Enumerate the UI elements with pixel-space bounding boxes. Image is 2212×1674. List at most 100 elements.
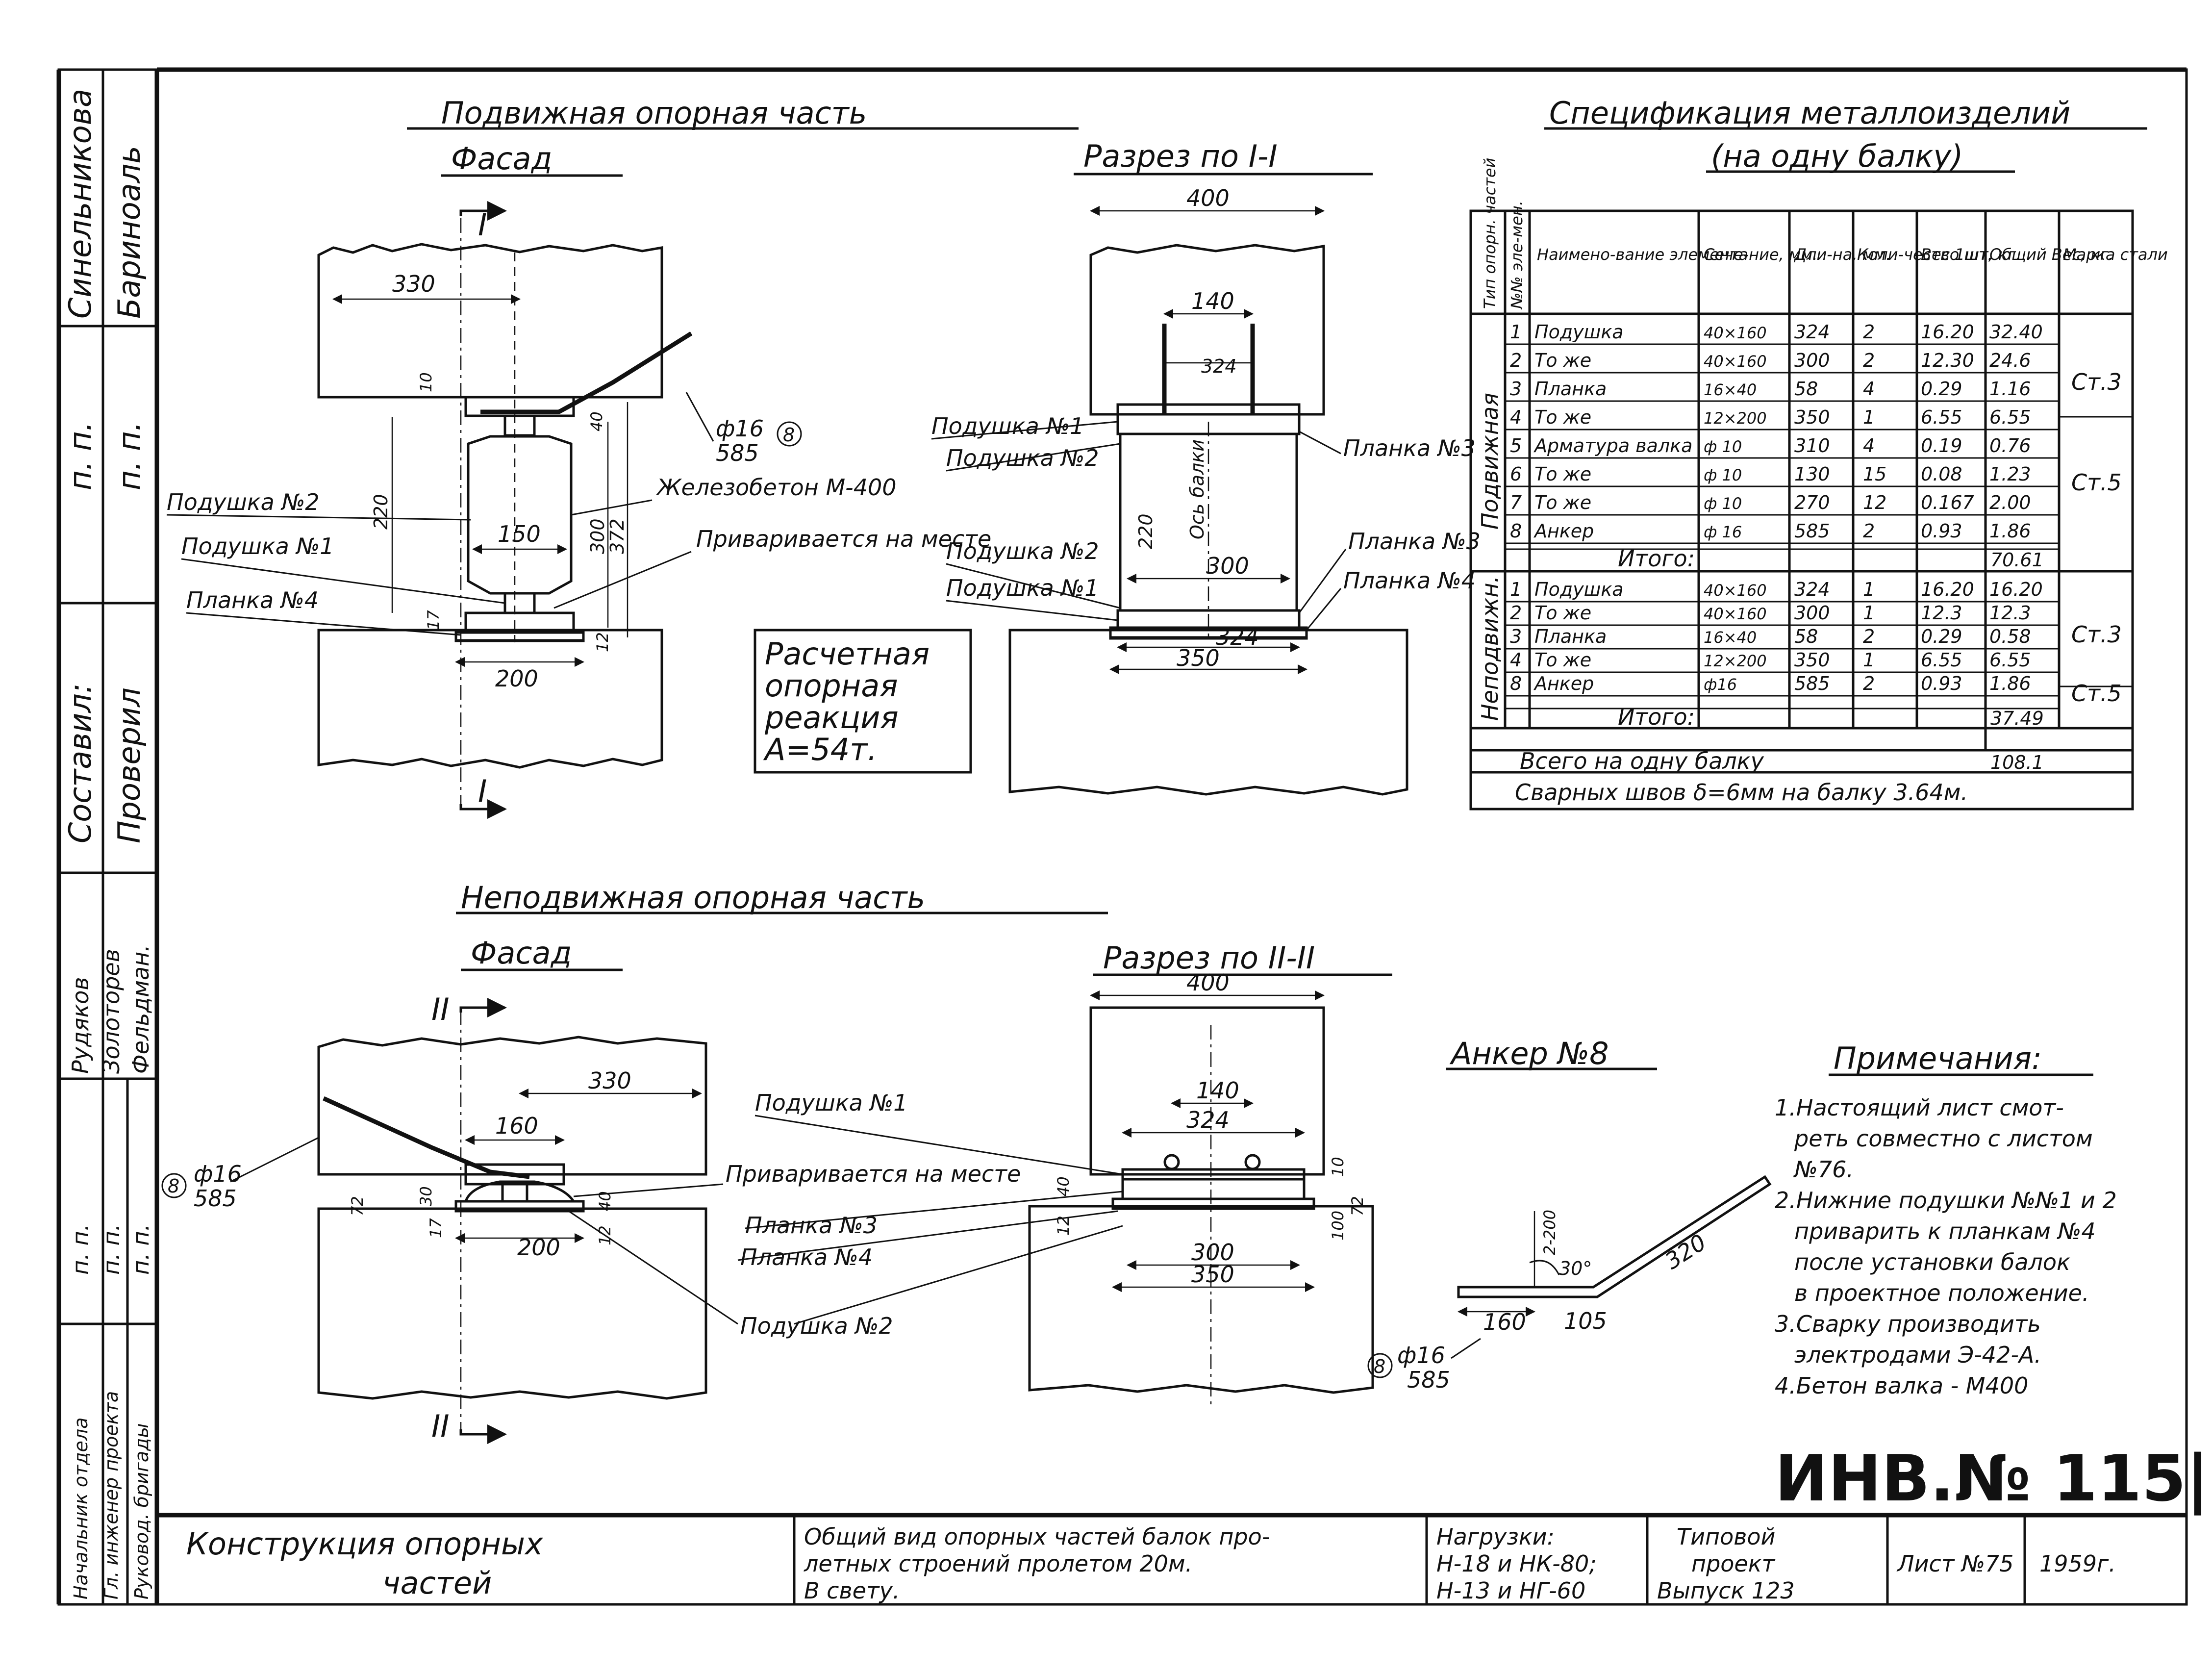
spec-cell-g1-r1-c3: 300 bbox=[1794, 350, 1830, 371]
spec-cell-g2-r3-c2: 12×200 bbox=[1704, 652, 1767, 670]
spec-cell-g1-r0-c2: 40×160 bbox=[1704, 324, 1767, 342]
label-bar-16-movable: ф16 bbox=[716, 415, 764, 442]
spec-table: Тип опорн. частей №№ эле-мен. Наимено-ва… bbox=[1469, 158, 2168, 811]
label-bar-16-anchor: ф16 bbox=[1397, 1342, 1445, 1369]
spec-cell-g1-r5-c1: То же bbox=[1534, 463, 1591, 485]
dim-160-fixed: 160 bbox=[495, 1113, 538, 1139]
note-line: в проектное положение. bbox=[1794, 1280, 2089, 1306]
spec-h-total-weight: Общий Вес, кг. bbox=[1989, 245, 2113, 264]
spec-subtitle: (на одну балку) bbox=[1711, 138, 1963, 174]
spec-cell-g1-r4-c4: 4 bbox=[1863, 435, 1875, 457]
spec-cell-g1-r3-c4: 1 bbox=[1863, 406, 1875, 428]
spec-cell-g2-r2-c2: 16×40 bbox=[1704, 628, 1757, 647]
side-stamp-name-4: Золоторев bbox=[98, 949, 125, 1074]
spec-cell-g2-r4-c3: 585 bbox=[1794, 673, 1830, 694]
spec-h-section: Сече-ние, мм. bbox=[1704, 245, 1817, 264]
spec-cell-g1-r2-c6: 1.16 bbox=[1989, 378, 2031, 400]
spec-cell-g2-r0-c5: 16.20 bbox=[1921, 579, 1974, 600]
anchor-angle: 30° bbox=[1559, 1258, 1592, 1279]
spec-cell-g1-r5-c4: 15 bbox=[1863, 463, 1886, 485]
dim-350-fixed: 350 bbox=[1191, 1261, 1234, 1288]
stamp-loads-3: Н-13 и НГ-60 bbox=[1436, 1577, 1585, 1604]
spec-cell-g1-r4-c2: ф 10 bbox=[1704, 437, 1742, 456]
side-stamp: Синельникова Бариноаль п. п. п. п. Соста… bbox=[56, 70, 159, 1604]
spec-cell-g2-r0-c0: 1 bbox=[1510, 579, 1522, 600]
spec-cell-g1-r5-c6: 1.23 bbox=[1989, 463, 2031, 485]
spec-cell-g2-r0-c1: Подушка bbox=[1534, 579, 1624, 600]
spec-cell-g1-r3-c5: 6.55 bbox=[1921, 406, 1962, 428]
side-stamp-name-1: Синельникова bbox=[62, 89, 98, 319]
spec-cell-g2-r4-c0: 8 bbox=[1510, 673, 1522, 694]
spec-steel-2a: Ст.3 bbox=[2071, 621, 2122, 648]
dim-330-movable: 330 bbox=[392, 271, 435, 297]
anchor-dim-105: 105 bbox=[1564, 1308, 1607, 1334]
spec-cell-g1-r0-c3: 324 bbox=[1794, 321, 1830, 343]
stamp-loads-1: Нагрузки: bbox=[1436, 1523, 1555, 1550]
spec-cell-g1-r7-c3: 585 bbox=[1794, 520, 1830, 542]
spec-steel-1a: Ст.3 bbox=[2071, 369, 2122, 395]
spec-h-qty: Коли-чество шт. bbox=[1857, 245, 1993, 264]
stamp-year: 1959г. bbox=[2039, 1550, 2116, 1577]
label-podushka-1-section-low: Подушка №1 bbox=[946, 575, 1099, 601]
spec-cell-g2-r0-c2: 40×160 bbox=[1704, 581, 1767, 600]
title-block: Конструкция опорных частей Общий вид опо… bbox=[157, 1513, 2187, 1604]
spec-welds: Сварных швов δ=6мм на балку 3.64м. bbox=[1515, 779, 1968, 806]
note-line: 3.Сварку производить bbox=[1775, 1311, 2041, 1337]
spec-cell-g1-r1-c6: 24.6 bbox=[1989, 350, 2031, 371]
side-stamp-sign-3: п. п. bbox=[67, 1224, 94, 1275]
note-line: 2.Нижние подушки №№1 и 2 bbox=[1775, 1187, 2117, 1214]
side-stamp-role-3: Руковод. бригады bbox=[131, 1423, 152, 1599]
spec-cell-g1-r6-c6: 2.00 bbox=[1989, 492, 2031, 513]
dim-12-movable: 12 bbox=[593, 632, 612, 652]
spec-cell-g2-r1-c1: То же bbox=[1534, 602, 1591, 624]
heading-movable-bearing: Подвижная опорная часть bbox=[441, 95, 867, 131]
spec-cell-g1-r1-c0: 2 bbox=[1510, 350, 1522, 371]
spec-cell-g2-r1-c4: 1 bbox=[1863, 602, 1875, 624]
dim-10-movable: 10 bbox=[417, 372, 435, 392]
spec-cell-g1-r7-c0: 8 bbox=[1510, 520, 1522, 542]
reaction-line-3: реакция bbox=[764, 700, 899, 736]
dim-72-fixed: 72 bbox=[348, 1196, 367, 1216]
stamp-sheet: Лист №75 bbox=[1896, 1550, 2014, 1577]
reaction-line-2: опорная bbox=[765, 668, 898, 704]
spec-cell-g1-r1-c4: 2 bbox=[1863, 350, 1875, 371]
spec-cell-g2-r3-c0: 4 bbox=[1510, 649, 1522, 671]
cut-1-bottom: I bbox=[478, 773, 487, 809]
note-line: после установки балок bbox=[1794, 1249, 2070, 1275]
side-stamp-sign-4: п. п. bbox=[98, 1224, 125, 1275]
label-podushka-2: Подушка №2 bbox=[167, 489, 320, 515]
note-line: приварить к планкам №4 bbox=[1794, 1218, 2096, 1244]
stamp-desc-2: летных строений пролетом 20м. bbox=[804, 1550, 1192, 1577]
spec-cell-g2-r1-c2: 40×160 bbox=[1704, 605, 1767, 623]
cut-2-bottom: II bbox=[431, 1408, 450, 1444]
spec-total-2: 37.49 bbox=[1990, 708, 2044, 729]
spec-cell-g2-r0-c6: 16.20 bbox=[1989, 579, 2043, 600]
dim-400-fixed: 400 bbox=[1186, 969, 1230, 996]
spec-h-num: №№ эле-мен. bbox=[1508, 201, 1526, 310]
stamp-desc-1: Общий вид опорных частей балок про- bbox=[804, 1523, 1270, 1550]
dim-300-movable: 300 bbox=[587, 518, 608, 554]
side-stamp-sign-1: п. п. bbox=[62, 422, 98, 490]
movable-facade-drawing: I I 330 200 150 220 300 372 10 40 17 12 bbox=[317, 201, 693, 819]
spec-cell-g2-r3-c6: 6.55 bbox=[1989, 649, 2031, 671]
spec-cell-g1-r1-c5: 12.30 bbox=[1921, 350, 1974, 371]
spec-steel-1b: Ст.5 bbox=[2071, 469, 2122, 496]
spec-cell-g2-r4-c5: 0.93 bbox=[1921, 673, 1962, 694]
spec-cell-g2-r2-c1: Планка bbox=[1534, 626, 1607, 647]
dim-350-movable: 350 bbox=[1177, 645, 1220, 671]
spec-total-1: 70.61 bbox=[1990, 549, 2044, 571]
spec-cell-g1-r7-c1: Анкер bbox=[1533, 520, 1594, 542]
spec-cell-g2-r4-c2: ф16 bbox=[1704, 675, 1737, 694]
note-line: электродами Э-42-А. bbox=[1794, 1342, 2041, 1368]
spec-cell-g1-r0-c4: 2 bbox=[1863, 321, 1875, 343]
spec-h-name: Наимено-вание элемента bbox=[1537, 245, 1748, 264]
dim-40-section-fixed: 40 bbox=[1054, 1176, 1073, 1196]
spec-cell-g1-r7-c4: 2 bbox=[1863, 520, 1875, 542]
spec-cell-g2-r4-c1: Анкер bbox=[1533, 673, 1594, 694]
heading-section-2: Разрез по II-II bbox=[1103, 940, 1315, 976]
marker-8-fixed: 8 bbox=[168, 1175, 179, 1197]
spec-group2-label: Неподвижн. bbox=[1477, 576, 1503, 721]
side-stamp-role-2: Гл. инженер проекта bbox=[101, 1391, 122, 1599]
label-planka-3-section-low: Планка №3 bbox=[1348, 528, 1481, 555]
spec-cell-g1-r4-c0: 5 bbox=[1510, 435, 1522, 457]
